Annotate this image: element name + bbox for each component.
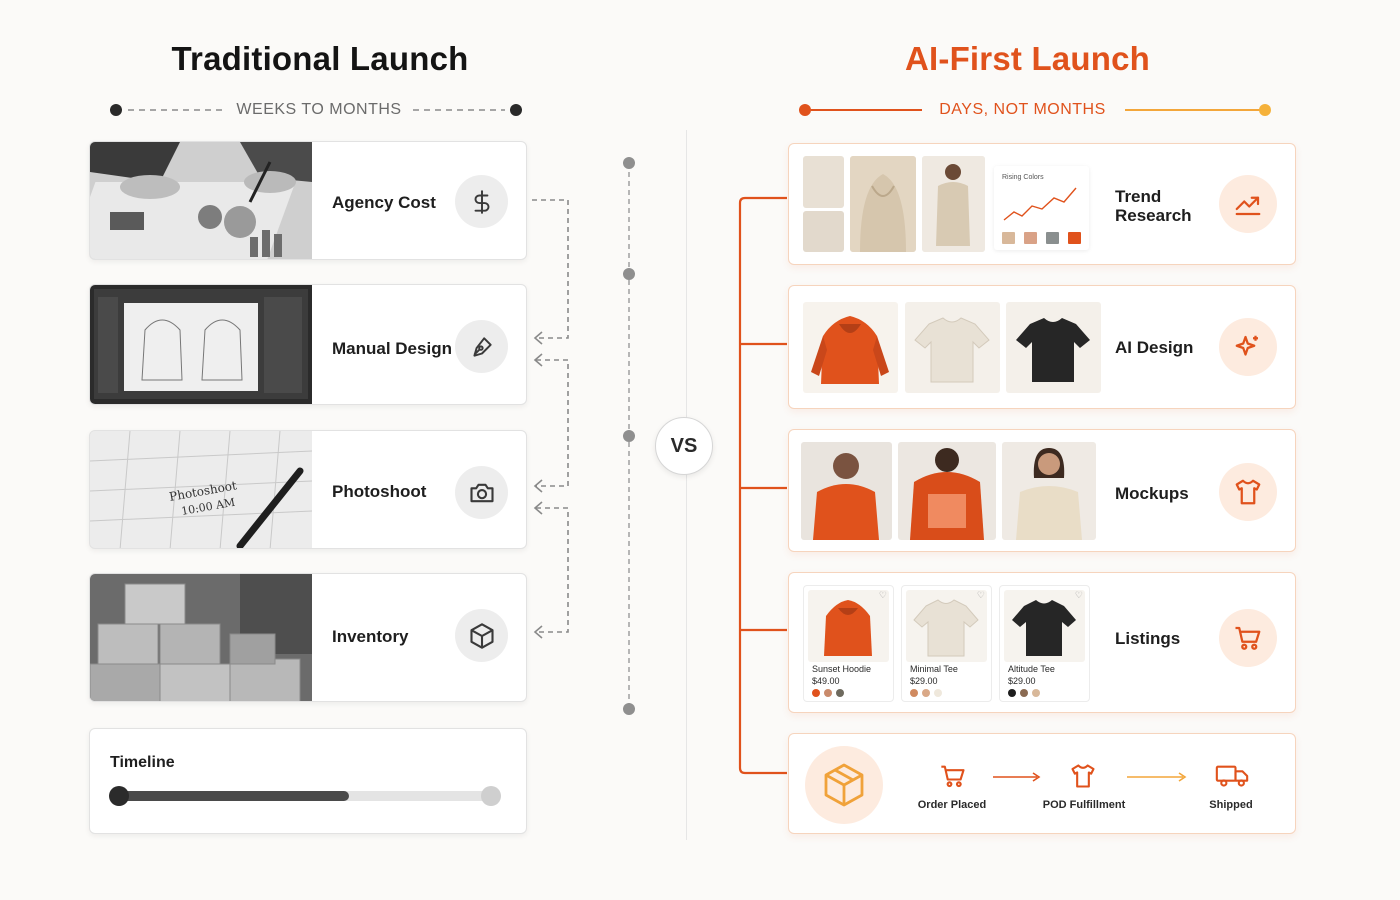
- color-option[interactable]: [1032, 689, 1040, 697]
- step-label: Inventory: [332, 627, 409, 646]
- vs-badge: VS: [655, 417, 713, 475]
- timeline-card: Timeline: [89, 728, 527, 834]
- order-placed-cart-icon: [939, 762, 967, 795]
- right-header-timeline: [799, 104, 1271, 116]
- step-label: Mockups: [1115, 484, 1189, 503]
- step-inventory: Inventory: [89, 573, 527, 702]
- left-flow-connectors: [532, 199, 569, 639]
- step-photoshoot: Photoshoot 10:00 AM Photoshoot: [89, 430, 527, 549]
- trend-up-icon: [1219, 175, 1277, 233]
- box-icon: [455, 609, 508, 662]
- truck-icon: [1214, 762, 1250, 795]
- step-trend-research: Rising Colors Trend Research: [788, 143, 1296, 265]
- color-options: [812, 689, 844, 697]
- listing-name: Minimal Tee: [910, 664, 958, 674]
- listing-card[interactable]: ♡ Altitude Tee $29.00: [999, 585, 1090, 702]
- sparkle-icon: [1219, 318, 1277, 376]
- pod-tshirt-icon: [1069, 762, 1097, 795]
- color-option[interactable]: [922, 689, 930, 697]
- orange-hoodie-image: [803, 302, 898, 393]
- color-option[interactable]: [1020, 689, 1028, 697]
- listing-name: Sunset Hoodie: [812, 664, 872, 674]
- listing-price: $49.00: [812, 676, 840, 686]
- traditional-launch-title: Traditional Launch: [171, 40, 469, 77]
- heart-icon[interactable]: ♡: [878, 590, 887, 600]
- product-image: [1004, 590, 1085, 662]
- calendar-photo: Photoshoot 10:00 AM: [90, 431, 312, 548]
- hoodie-detail-image: [850, 156, 916, 252]
- left-timeline-label: WEEKS TO MONTHS: [236, 101, 402, 118]
- flow-step-label: POD Fulfillment: [1042, 799, 1126, 811]
- color-swatch: [1068, 232, 1081, 244]
- model-orange-hoodie-back-image: [898, 442, 996, 540]
- model-cream-tee-image: [1002, 442, 1096, 540]
- color-option[interactable]: [934, 689, 942, 697]
- fulfillment-card: Order Placed POD Fulfillment Shipped: [788, 733, 1296, 834]
- camera-icon: [455, 466, 508, 519]
- product-image: [808, 590, 889, 662]
- step-label: Agency Cost: [332, 193, 436, 212]
- color-swatch: [1024, 232, 1037, 244]
- rising-colors-title: Rising Colors: [1002, 174, 1044, 181]
- color-option[interactable]: [812, 689, 820, 697]
- heart-icon[interactable]: ♡: [1074, 590, 1083, 600]
- color-option[interactable]: [1008, 689, 1016, 697]
- step-label: AI Design: [1115, 338, 1194, 357]
- fabric-swatch-image: [803, 156, 844, 208]
- flow-arrow: [1127, 772, 1187, 782]
- cart-icon: [1219, 609, 1277, 667]
- color-swatch: [1046, 232, 1059, 244]
- rising-colors-trend-line: [1003, 187, 1077, 221]
- color-option[interactable]: [836, 689, 844, 697]
- timeline-title: Timeline: [110, 754, 175, 771]
- heart-icon[interactable]: ♡: [976, 590, 985, 600]
- flow-step-label: Order Placed: [917, 799, 987, 811]
- agency-meeting-photo: [90, 142, 312, 259]
- step-manual-design: Manual Design: [89, 284, 527, 405]
- color-options: [910, 689, 942, 697]
- step-ai-design: AI Design: [788, 285, 1296, 409]
- fabric-swatch-image: [803, 211, 844, 252]
- rising-colors-card: Rising Colors: [994, 166, 1089, 250]
- timeline-start-knob: [109, 786, 129, 806]
- listing-price: $29.00: [910, 676, 938, 686]
- step-listings: ♡ Sunset Hoodie $49.00 ♡ Minimal Tee $29…: [788, 572, 1296, 713]
- right-flow-connectors: [738, 196, 787, 775]
- package-icon: [805, 746, 883, 824]
- left-header-timeline: [110, 104, 522, 116]
- tshirt-icon: [1219, 463, 1277, 521]
- step-label: Manual Design: [332, 339, 452, 358]
- color-options: [1008, 689, 1040, 697]
- color-option[interactable]: [824, 689, 832, 697]
- step-label: Listings: [1115, 629, 1181, 648]
- timeline-progress-fill: [118, 791, 350, 801]
- flow-step-label: Shipped: [1209, 799, 1253, 811]
- flow-arrow: [993, 772, 1041, 782]
- step-agency-cost: Agency Cost: [89, 141, 527, 260]
- product-image: [906, 590, 987, 662]
- dollar-icon: [455, 175, 508, 228]
- model-hoodie-image: [922, 156, 985, 252]
- listing-card[interactable]: ♡ Minimal Tee $29.00: [901, 585, 992, 702]
- color-option[interactable]: [910, 689, 918, 697]
- timeline-progress-bar: [109, 786, 501, 806]
- listing-card[interactable]: ♡ Sunset Hoodie $49.00: [803, 585, 894, 702]
- color-swatch: [1002, 232, 1015, 244]
- step-label: Trend Research: [1115, 187, 1192, 225]
- center-divider: [686, 130, 687, 840]
- cream-tee-image: [905, 302, 1000, 393]
- ai-first-launch-title: AI-First Launch: [904, 40, 1150, 77]
- timeline-end-knob: [481, 786, 501, 806]
- listing-name: Altitude Tee: [1008, 664, 1055, 674]
- right-timeline-label: DAYS, NOT MONTHS: [939, 101, 1106, 118]
- black-tee-image: [1006, 302, 1101, 393]
- pen-icon: [455, 320, 508, 373]
- model-orange-hoodie-front-image: [801, 442, 892, 540]
- step-mockups: Mockups: [788, 429, 1296, 552]
- inventory-boxes-photo: [90, 574, 312, 701]
- step-label: Photoshoot: [332, 482, 427, 501]
- design-monitor-photo: [90, 285, 312, 404]
- listing-price: $29.00: [1008, 676, 1036, 686]
- center-divider-timeline: [623, 157, 635, 715]
